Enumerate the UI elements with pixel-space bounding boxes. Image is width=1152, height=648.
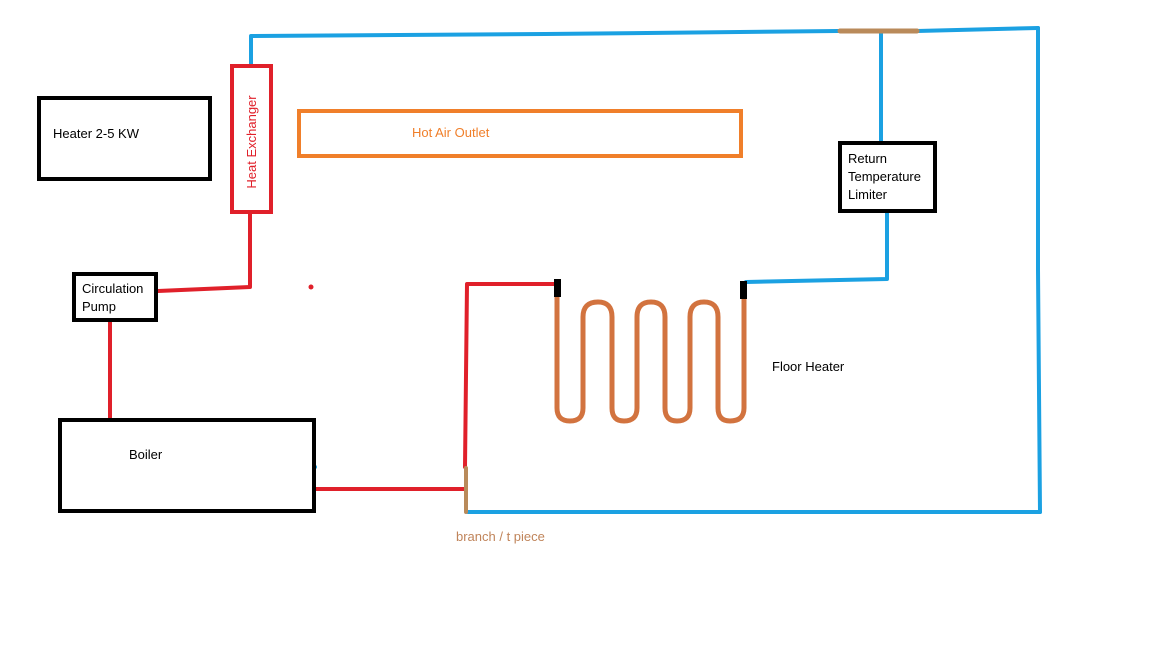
heater-label: Heater 2-5 KW [53,126,140,141]
pump-label-line-2: Pump [82,299,116,314]
return-pipes [249,26,1042,514]
floor-heater-coil [554,294,747,424]
heater-box: Heater 2-5 KW [37,96,212,181]
top-right-return-pipe [915,26,1040,33]
right-return-pipe [1036,26,1042,514]
return-temperature-limiter: Return Temperature Limiter [838,141,937,213]
red-dot [308,284,314,290]
branch-label: branch / t piece [456,529,545,544]
branch-to-coil-pipe [463,282,559,469]
limiter-label-line-2: Temperature [848,169,921,184]
limiter-label-line-3: Limiter [848,187,888,202]
boiler-label: Boiler [129,447,163,462]
boiler: Boiler [58,418,316,513]
top-return-pipe [249,29,840,68]
coil-inlet-connector [554,279,561,297]
exchanger-to-pump-pipe [156,212,252,293]
pump-label-line-1: Circulation [82,281,143,296]
floor-heater-label: Floor Heater [772,359,845,374]
limiter-to-coil-pipe [744,210,889,284]
hot-air-outlet-label: Hot Air Outlet [412,125,490,140]
circulation-pump: Circulation Pump [72,272,158,322]
hot-pipes [108,212,559,491]
heat-exchanger: Heat Exchanger [230,64,273,214]
heat-exchanger-label: Heat Exchanger [244,95,259,189]
coil-outlet-connector [740,281,747,299]
hot-air-outlet: Hot Air Outlet [297,109,743,158]
limiter-label-line-1: Return [848,151,887,166]
